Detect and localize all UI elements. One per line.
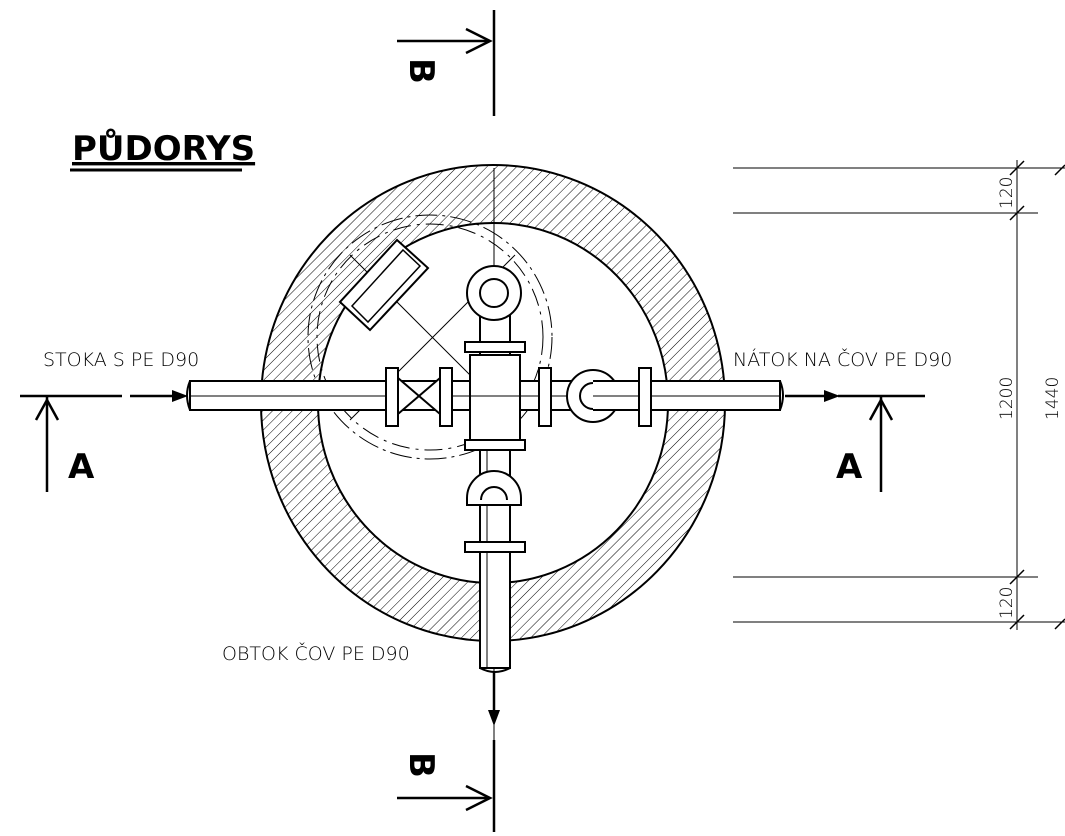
dim-wall-bottom: 120 bbox=[997, 587, 1017, 619]
bypass-label: OBTOK ČOV PE D90 bbox=[222, 641, 410, 665]
flow-arrow-out bbox=[785, 390, 840, 402]
section-a-label-right: A bbox=[836, 447, 863, 487]
flange-4 bbox=[638, 367, 652, 427]
flow-arrow-in bbox=[130, 390, 188, 402]
dim-total: 1440 bbox=[1043, 377, 1063, 420]
access-opening-outline-2 bbox=[316, 223, 544, 451]
flange-1 bbox=[385, 367, 399, 427]
section-b-marker-bottom: B bbox=[397, 740, 496, 832]
inlet-left-label: STOKA S PE D90 bbox=[43, 349, 199, 371]
flange-7 bbox=[464, 541, 526, 553]
section-a-label-left: A bbox=[68, 447, 95, 487]
right-elbow bbox=[566, 369, 633, 423]
section-b-marker-top: B bbox=[397, 10, 496, 116]
section-b-label-top: B bbox=[401, 58, 441, 84]
dim-inner: 1200 bbox=[997, 377, 1017, 420]
flange-6 bbox=[464, 439, 526, 451]
section-b-label-bottom: B bbox=[401, 752, 441, 778]
flange-3 bbox=[538, 367, 552, 427]
section-a-marker-right: A bbox=[836, 394, 925, 492]
tee-junction bbox=[469, 354, 521, 441]
inlet-right-label: NÁTOK NA ČOV PE D90 bbox=[733, 347, 952, 371]
flange-5 bbox=[464, 341, 526, 353]
dimension-lines bbox=[733, 160, 1065, 630]
upper-elbow bbox=[466, 265, 522, 321]
section-a-marker-left: A bbox=[20, 394, 122, 492]
dim-wall-top: 120 bbox=[997, 177, 1017, 209]
flange-2 bbox=[439, 367, 453, 427]
lower-elbow bbox=[466, 470, 522, 506]
access-opening-outline bbox=[307, 214, 553, 460]
flow-arrow-bypass bbox=[488, 672, 500, 726]
page-title: PŮDORYS bbox=[72, 128, 255, 169]
ladder-step bbox=[338, 238, 430, 332]
gate-valve bbox=[397, 375, 441, 417]
